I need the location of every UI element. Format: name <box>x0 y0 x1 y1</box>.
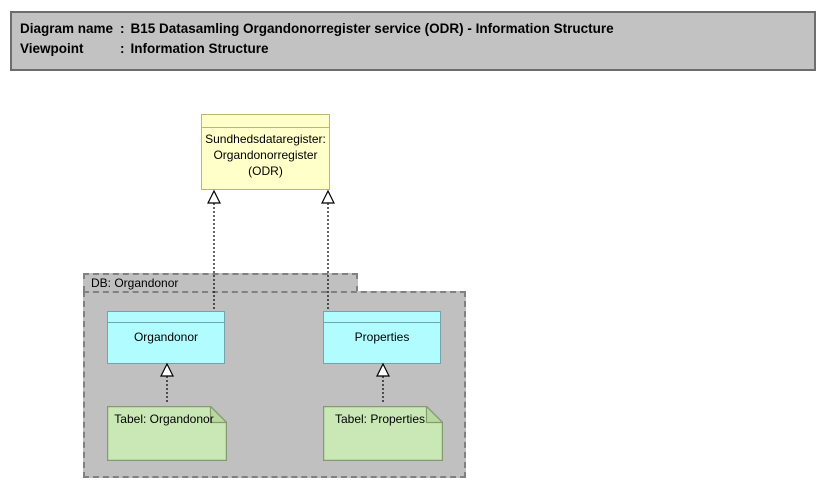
diagram-name-value: B15 Datasamling Organdonorregister servi… <box>130 21 614 36</box>
realization-arrowhead-icon <box>321 189 335 204</box>
node-label: Organdonor <box>133 330 199 344</box>
folded-corner-icon <box>209 406 227 424</box>
node-properties[interactable]: Properties <box>323 311 441 364</box>
viewpoint-row: Viewpoint : Information Structure <box>20 39 806 59</box>
node-label: Sundhedsdataregister: Organdonorregister… <box>205 132 326 178</box>
node-tabel-properties[interactable]: Tabel: Properties <box>323 406 443 461</box>
diagram-name-row: Diagram name : B15 Datasamling Organdono… <box>20 19 806 39</box>
realization-arrowhead-icon <box>207 189 221 204</box>
folded-corner-icon <box>425 406 443 424</box>
diagram-title-bar: Diagram name : B15 Datasamling Organdono… <box>10 11 816 71</box>
object-header-strip <box>108 312 224 323</box>
node-tabel-organdonor[interactable]: Tabel: Organdonor <box>107 406 227 461</box>
note-shape <box>323 406 443 461</box>
group-label: DB: Organdonor <box>91 276 179 290</box>
viewpoint-colon: : <box>120 41 125 56</box>
note-shape <box>107 406 227 461</box>
diagram-name-colon: : <box>120 21 125 36</box>
object-header-strip <box>324 312 440 323</box>
object-header-strip <box>202 115 329 128</box>
note-body <box>107 406 227 461</box>
viewpoint-value: Information Structure <box>130 41 269 56</box>
node-label: Tabel: Properties <box>334 412 426 426</box>
node-organdonor[interactable]: Organdonor <box>107 311 225 364</box>
node-sundhedsdataregister-odr[interactable]: Sundhedsdataregister: Organdonorregister… <box>201 114 330 190</box>
diagram-name-label: Diagram name <box>20 21 114 36</box>
group-db-organdonor-tab[interactable]: DB: Organdonor <box>83 273 358 292</box>
node-label: Tabel: Organdonor <box>114 412 214 426</box>
note-body <box>323 406 443 461</box>
group-db-organdonor-body[interactable]: Organdonor Properties Tabel: Organdonor … <box>83 291 466 478</box>
viewpoint-label: Viewpoint <box>20 41 84 56</box>
node-label: Properties <box>354 330 410 344</box>
